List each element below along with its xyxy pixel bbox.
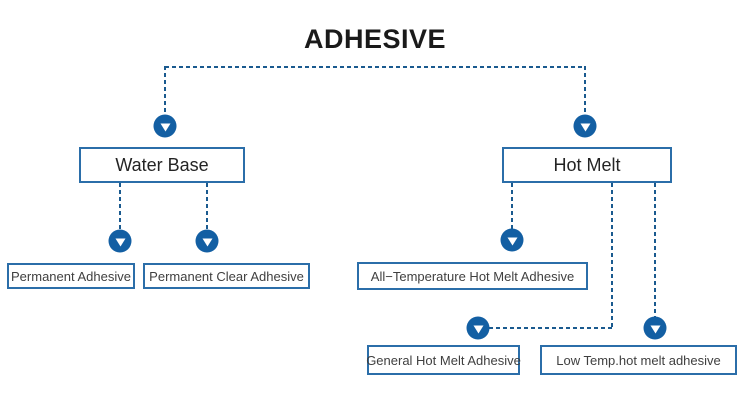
node-all-temperature-hot-melt-adhesive-label: All−Temperature Hot Melt Adhesive (370, 268, 575, 284)
node-permanent-clear-adhesive: Permanent Clear Adhesive (143, 263, 310, 289)
arrow-down-icon (466, 316, 490, 340)
arrow-down-icon (500, 228, 524, 252)
connector-hot-melt-right (654, 183, 656, 317)
connector-hot-melt-left (511, 183, 513, 229)
diagram-title: ADHESIVE (303, 24, 447, 54)
node-general-hot-melt-adhesive: General Hot Melt Adhesive (366, 345, 521, 375)
connector-hot-melt-middle-elbow (489, 327, 612, 329)
connector-top-horizontal (165, 66, 585, 68)
connector-top-left-vertical (164, 66, 166, 115)
arrow-down-icon (643, 316, 667, 340)
node-permanent-clear-adhesive-label: Permanent Clear Adhesive (149, 268, 304, 284)
node-hot-melt: Hot Melt (502, 147, 672, 183)
arrow-down-icon (108, 229, 132, 253)
connector-water-base-left (119, 183, 121, 230)
node-water-base: Water Base (79, 147, 245, 183)
node-general-hot-melt-adhesive-label: General Hot Melt Adhesive (366, 352, 521, 368)
node-hot-melt-label: Hot Melt (553, 154, 621, 175)
arrow-down-icon (573, 114, 597, 138)
connector-hot-melt-middle-vertical (611, 183, 613, 328)
node-permanent-adhesive: Permanent Adhesive (7, 263, 135, 289)
node-low-temp-hot-melt-adhesive-label: Low Temp.hot melt adhesive (556, 352, 721, 368)
node-water-base-label: Water Base (115, 154, 209, 175)
arrow-down-icon (195, 229, 219, 253)
node-permanent-adhesive-label: Permanent Adhesive (11, 268, 131, 284)
connector-water-base-right (206, 183, 208, 230)
node-all-temperature-hot-melt-adhesive: All−Temperature Hot Melt Adhesive (357, 262, 588, 290)
connector-top-right-vertical (584, 66, 586, 115)
node-low-temp-hot-melt-adhesive: Low Temp.hot melt adhesive (540, 345, 737, 375)
arrow-down-icon (153, 114, 177, 138)
